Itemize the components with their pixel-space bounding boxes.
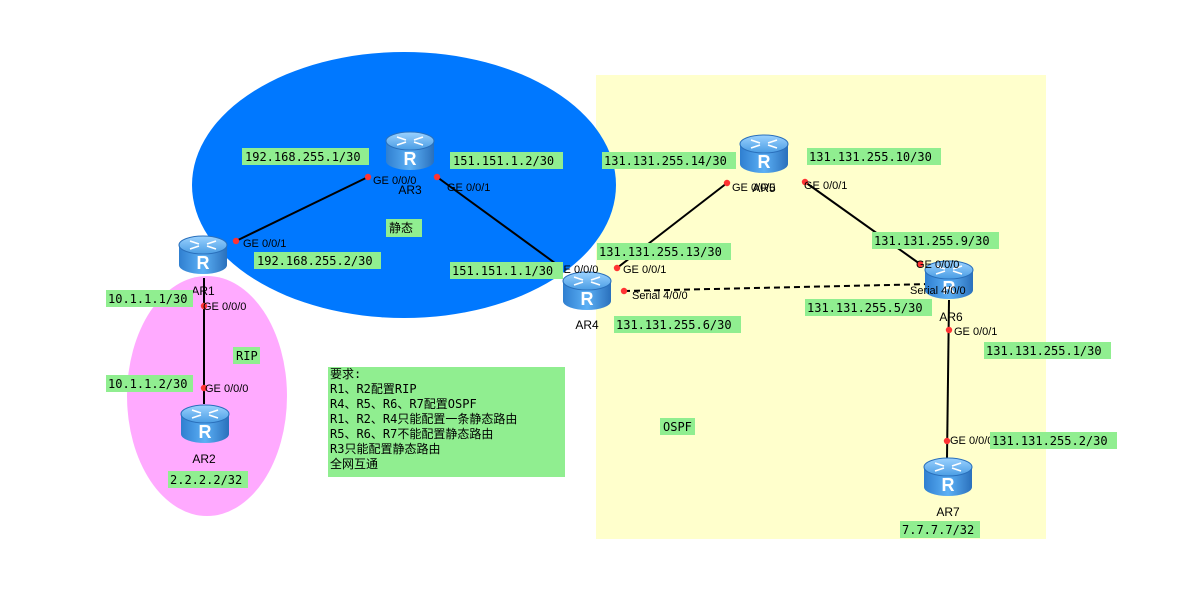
requirement-line: R5、R6、R7不能配置静态路由	[330, 427, 494, 441]
interface-label: Serial 4/0/0	[632, 290, 688, 302]
svg-text:10.1.1.2/30: 10.1.1.2/30	[108, 377, 187, 391]
svg-text:静态: 静态	[389, 221, 413, 235]
svg-text:7.7.7.7/32: 7.7.7.7/32	[902, 523, 974, 537]
svg-text:131.131.255.6/30: 131.131.255.6/30	[616, 318, 732, 332]
requirement-line: R3只能配置静态路由	[330, 442, 441, 456]
interface-label: Serial 4/0/0	[910, 285, 966, 297]
address-label: 192.168.255.2/30	[254, 252, 381, 269]
svg-text:151.151.1.1/30: 151.151.1.1/30	[452, 264, 553, 278]
svg-text:151.151.1.2/30: 151.151.1.2/30	[453, 154, 554, 168]
svg-text:192.168.255.2/30: 192.168.255.2/30	[257, 254, 373, 268]
address-label: 7.7.7.7/32	[900, 521, 980, 538]
interface-label: GE 0/0/0	[916, 259, 959, 271]
interface-label: GE 0/0/1	[804, 180, 847, 192]
port-dot	[801, 178, 809, 186]
address-labels: 192.168.255.1/30 151.151.1.2/30 192.168.…	[106, 148, 1117, 538]
interface-label: GE 0/0/0	[205, 383, 248, 395]
svg-text:131.131.255.10/30: 131.131.255.10/30	[809, 150, 932, 164]
router-icon[interactable]	[923, 457, 973, 497]
interface-label: GE 0/0/0	[555, 264, 598, 276]
router-icon[interactable]	[562, 271, 612, 311]
router-label-ar7: AR7	[936, 505, 960, 519]
address-label: 131.131.255.14/30	[602, 152, 736, 169]
svg-text:131.131.255.9/30: 131.131.255.9/30	[874, 234, 990, 248]
router-label-ar1: AR1	[191, 284, 215, 298]
svg-text:131.131.255.1/30: 131.131.255.1/30	[986, 344, 1102, 358]
address-label: 131.131.255.10/30	[807, 148, 941, 165]
port-dot	[613, 264, 621, 272]
interface-label: GE 0/0/1	[954, 326, 997, 338]
port-dots	[200, 173, 953, 445]
area-label-rip: RIP	[233, 347, 260, 364]
area-label-static: 静态	[386, 219, 422, 237]
requirement-line: R1、R2、R4只能配置一条静态路由	[330, 412, 518, 426]
router-label-ar2: AR2	[192, 452, 216, 466]
address-label: 131.131.255.1/30	[984, 342, 1111, 359]
address-label: 131.131.255.9/30	[872, 232, 999, 249]
requirements-box: 要求: R1、R2配置RIP R4、R5、R6、R7配置OSPF R1、R2、R…	[328, 367, 565, 477]
link-ar6-ar7	[946, 299, 950, 459]
svg-text:RIP: RIP	[236, 349, 258, 363]
port-dot	[620, 287, 628, 295]
port-dot	[200, 384, 208, 392]
svg-text:10.1.1.1/30: 10.1.1.1/30	[108, 292, 187, 306]
svg-text:131.131.255.5/30: 131.131.255.5/30	[807, 301, 923, 315]
link-ar1-ar3	[235, 176, 369, 242]
interface-label: GE 0/0/0	[950, 435, 993, 447]
interface-label: GE 0/0/0	[203, 301, 246, 313]
interface-label: GE 0/0/1	[447, 182, 490, 194]
link-ar3-ar4	[436, 176, 560, 267]
router-label-ar6: AR6	[939, 310, 963, 324]
port-dot	[433, 173, 441, 181]
requirement-line: R4、R5、R6、R7配置OSPF	[330, 397, 477, 411]
requirement-line: 全网互通	[330, 457, 379, 471]
address-label: 10.1.1.1/30	[106, 290, 193, 307]
interface-label: GE 0/0/1	[243, 238, 286, 250]
address-label: 151.151.1.1/30	[450, 262, 563, 279]
svg-text:192.168.255.1/30: 192.168.255.1/30	[245, 150, 361, 164]
port-dot	[916, 260, 924, 268]
router-label-ar5: AR5	[752, 181, 776, 195]
static-area	[192, 52, 616, 318]
requirement-line: R1、R2配置RIP	[330, 382, 417, 396]
port-dot	[200, 302, 208, 310]
area-label-ospf: OSPF	[660, 418, 695, 435]
requirements-title: 要求:	[330, 367, 362, 381]
address-label: 131.131.255.5/30	[805, 299, 932, 316]
address-label: 131.131.255.2/30	[990, 432, 1117, 449]
router-label-ar3: AR3	[398, 183, 422, 197]
router-icon[interactable]	[180, 404, 230, 444]
address-label: 10.1.1.2/30	[106, 375, 193, 392]
interface-label: GE 0/0/1	[623, 264, 666, 276]
port-dot	[232, 237, 240, 245]
router-icon[interactable]	[385, 131, 435, 171]
links	[203, 176, 950, 459]
address-label: 2.2.2.2/32	[168, 471, 248, 488]
port-dot	[943, 437, 951, 445]
svg-text:OSPF: OSPF	[663, 420, 692, 434]
link-ar5-ar6	[804, 181, 921, 265]
svg-text:2.2.2.2/32: 2.2.2.2/32	[170, 473, 242, 487]
svg-text:131.131.255.14/30: 131.131.255.14/30	[604, 154, 727, 168]
interface-label: GE 0/0/0	[732, 182, 775, 194]
rip-area	[127, 276, 287, 516]
svg-text:131.131.255.2/30: 131.131.255.2/30	[992, 434, 1108, 448]
svg-text:131.131.255.13/30: 131.131.255.13/30	[599, 245, 722, 259]
address-label: 131.131.255.13/30	[597, 243, 731, 260]
port-dot	[723, 179, 731, 187]
address-label: 131.131.255.6/30	[614, 316, 741, 333]
port-dot	[945, 326, 953, 334]
port-dot	[364, 173, 372, 181]
interface-label: GE 0/0/0	[373, 175, 416, 187]
address-label: 151.151.1.2/30	[450, 152, 563, 169]
router-icon[interactable]	[178, 235, 228, 275]
router-icon[interactable]	[739, 134, 789, 174]
link-ar4-ar6-serial	[623, 283, 933, 292]
router-label-ar4: AR4	[575, 318, 599, 332]
address-label: 192.168.255.1/30	[242, 148, 369, 165]
